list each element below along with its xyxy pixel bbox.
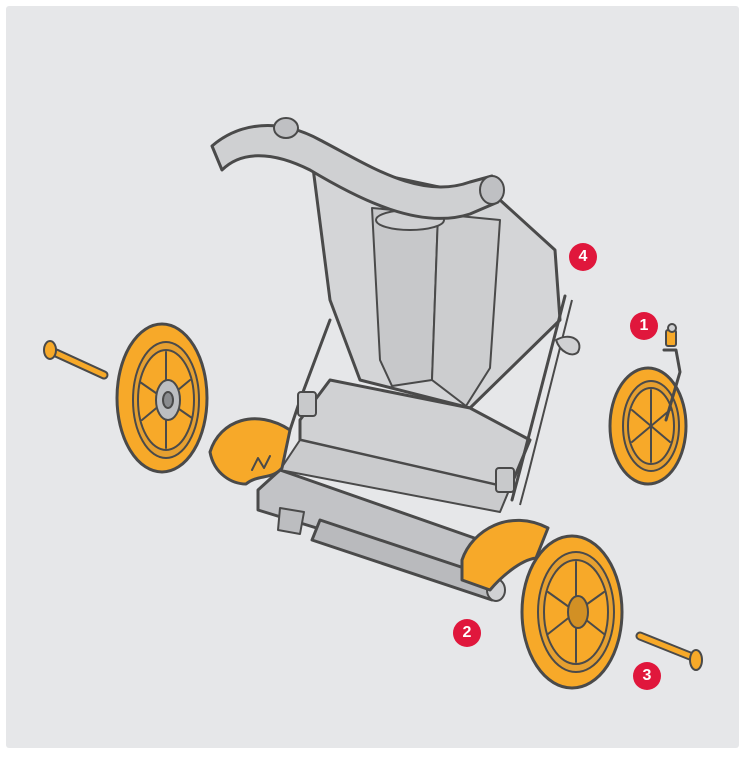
left-rear-wheel: [117, 324, 207, 472]
right-rear-wheel: [522, 536, 622, 688]
callout-1: 1: [630, 312, 658, 340]
front-wheel: [610, 324, 686, 484]
left-axle-pin: [44, 341, 104, 375]
callout-3: 3: [633, 662, 661, 690]
callout-2: 2: [453, 619, 481, 647]
callout-4: 4: [569, 243, 597, 271]
